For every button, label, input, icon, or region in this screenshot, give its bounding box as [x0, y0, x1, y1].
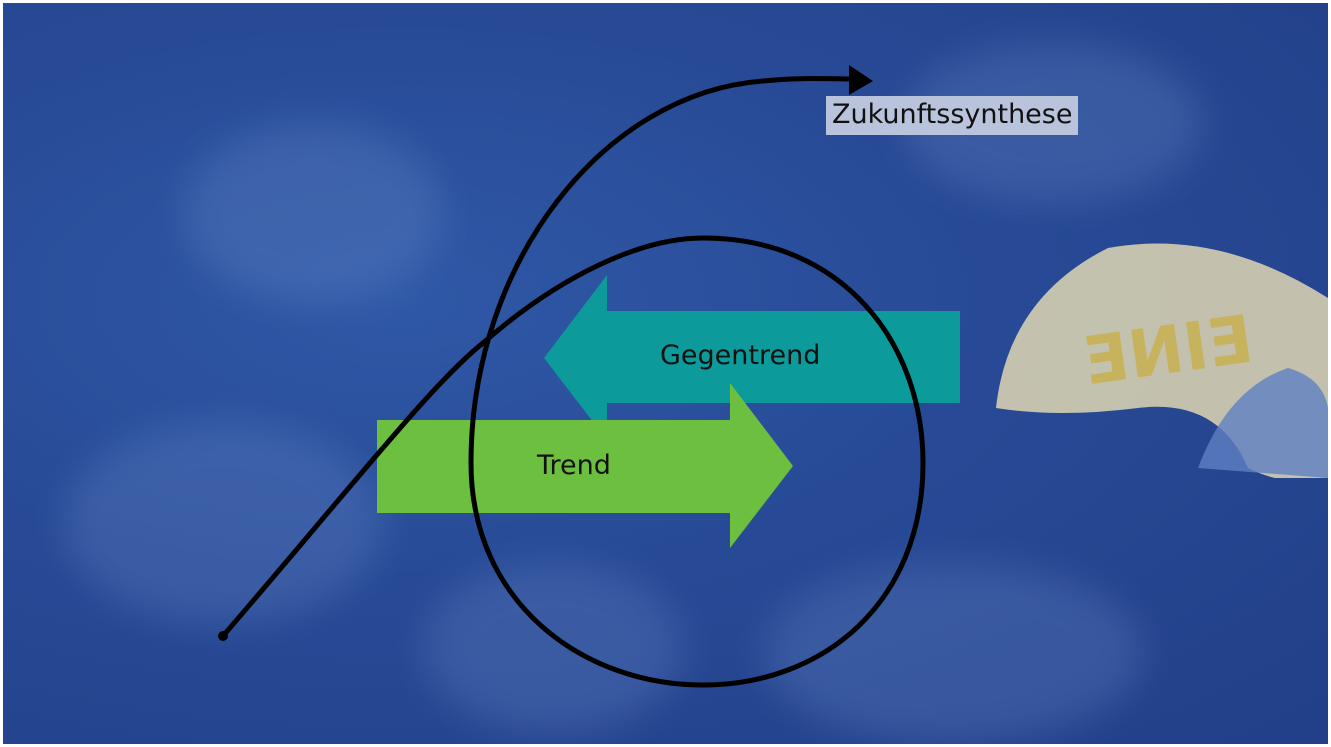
cloud-texture — [183, 123, 443, 303]
spiral-start-dot — [218, 631, 228, 641]
trend-arrow — [377, 383, 793, 548]
background-banner: EINE — [996, 243, 1328, 478]
cloud-texture — [423, 563, 683, 733]
trend-label: Trend — [537, 450, 611, 481]
slide: EINE Gegentrend Trend Zukunftssynthese — [3, 3, 1328, 744]
synthesis-label: Zukunftssynthese — [826, 96, 1079, 135]
diagram-canvas — [218, 65, 960, 688]
synthesis-spiral-line — [220, 76, 926, 688]
cloud-texture — [63, 423, 383, 623]
countertrend-label: Gegentrend — [660, 340, 821, 371]
spiral-arrowhead — [849, 65, 873, 95]
countertrend-arrow — [544, 275, 960, 440]
